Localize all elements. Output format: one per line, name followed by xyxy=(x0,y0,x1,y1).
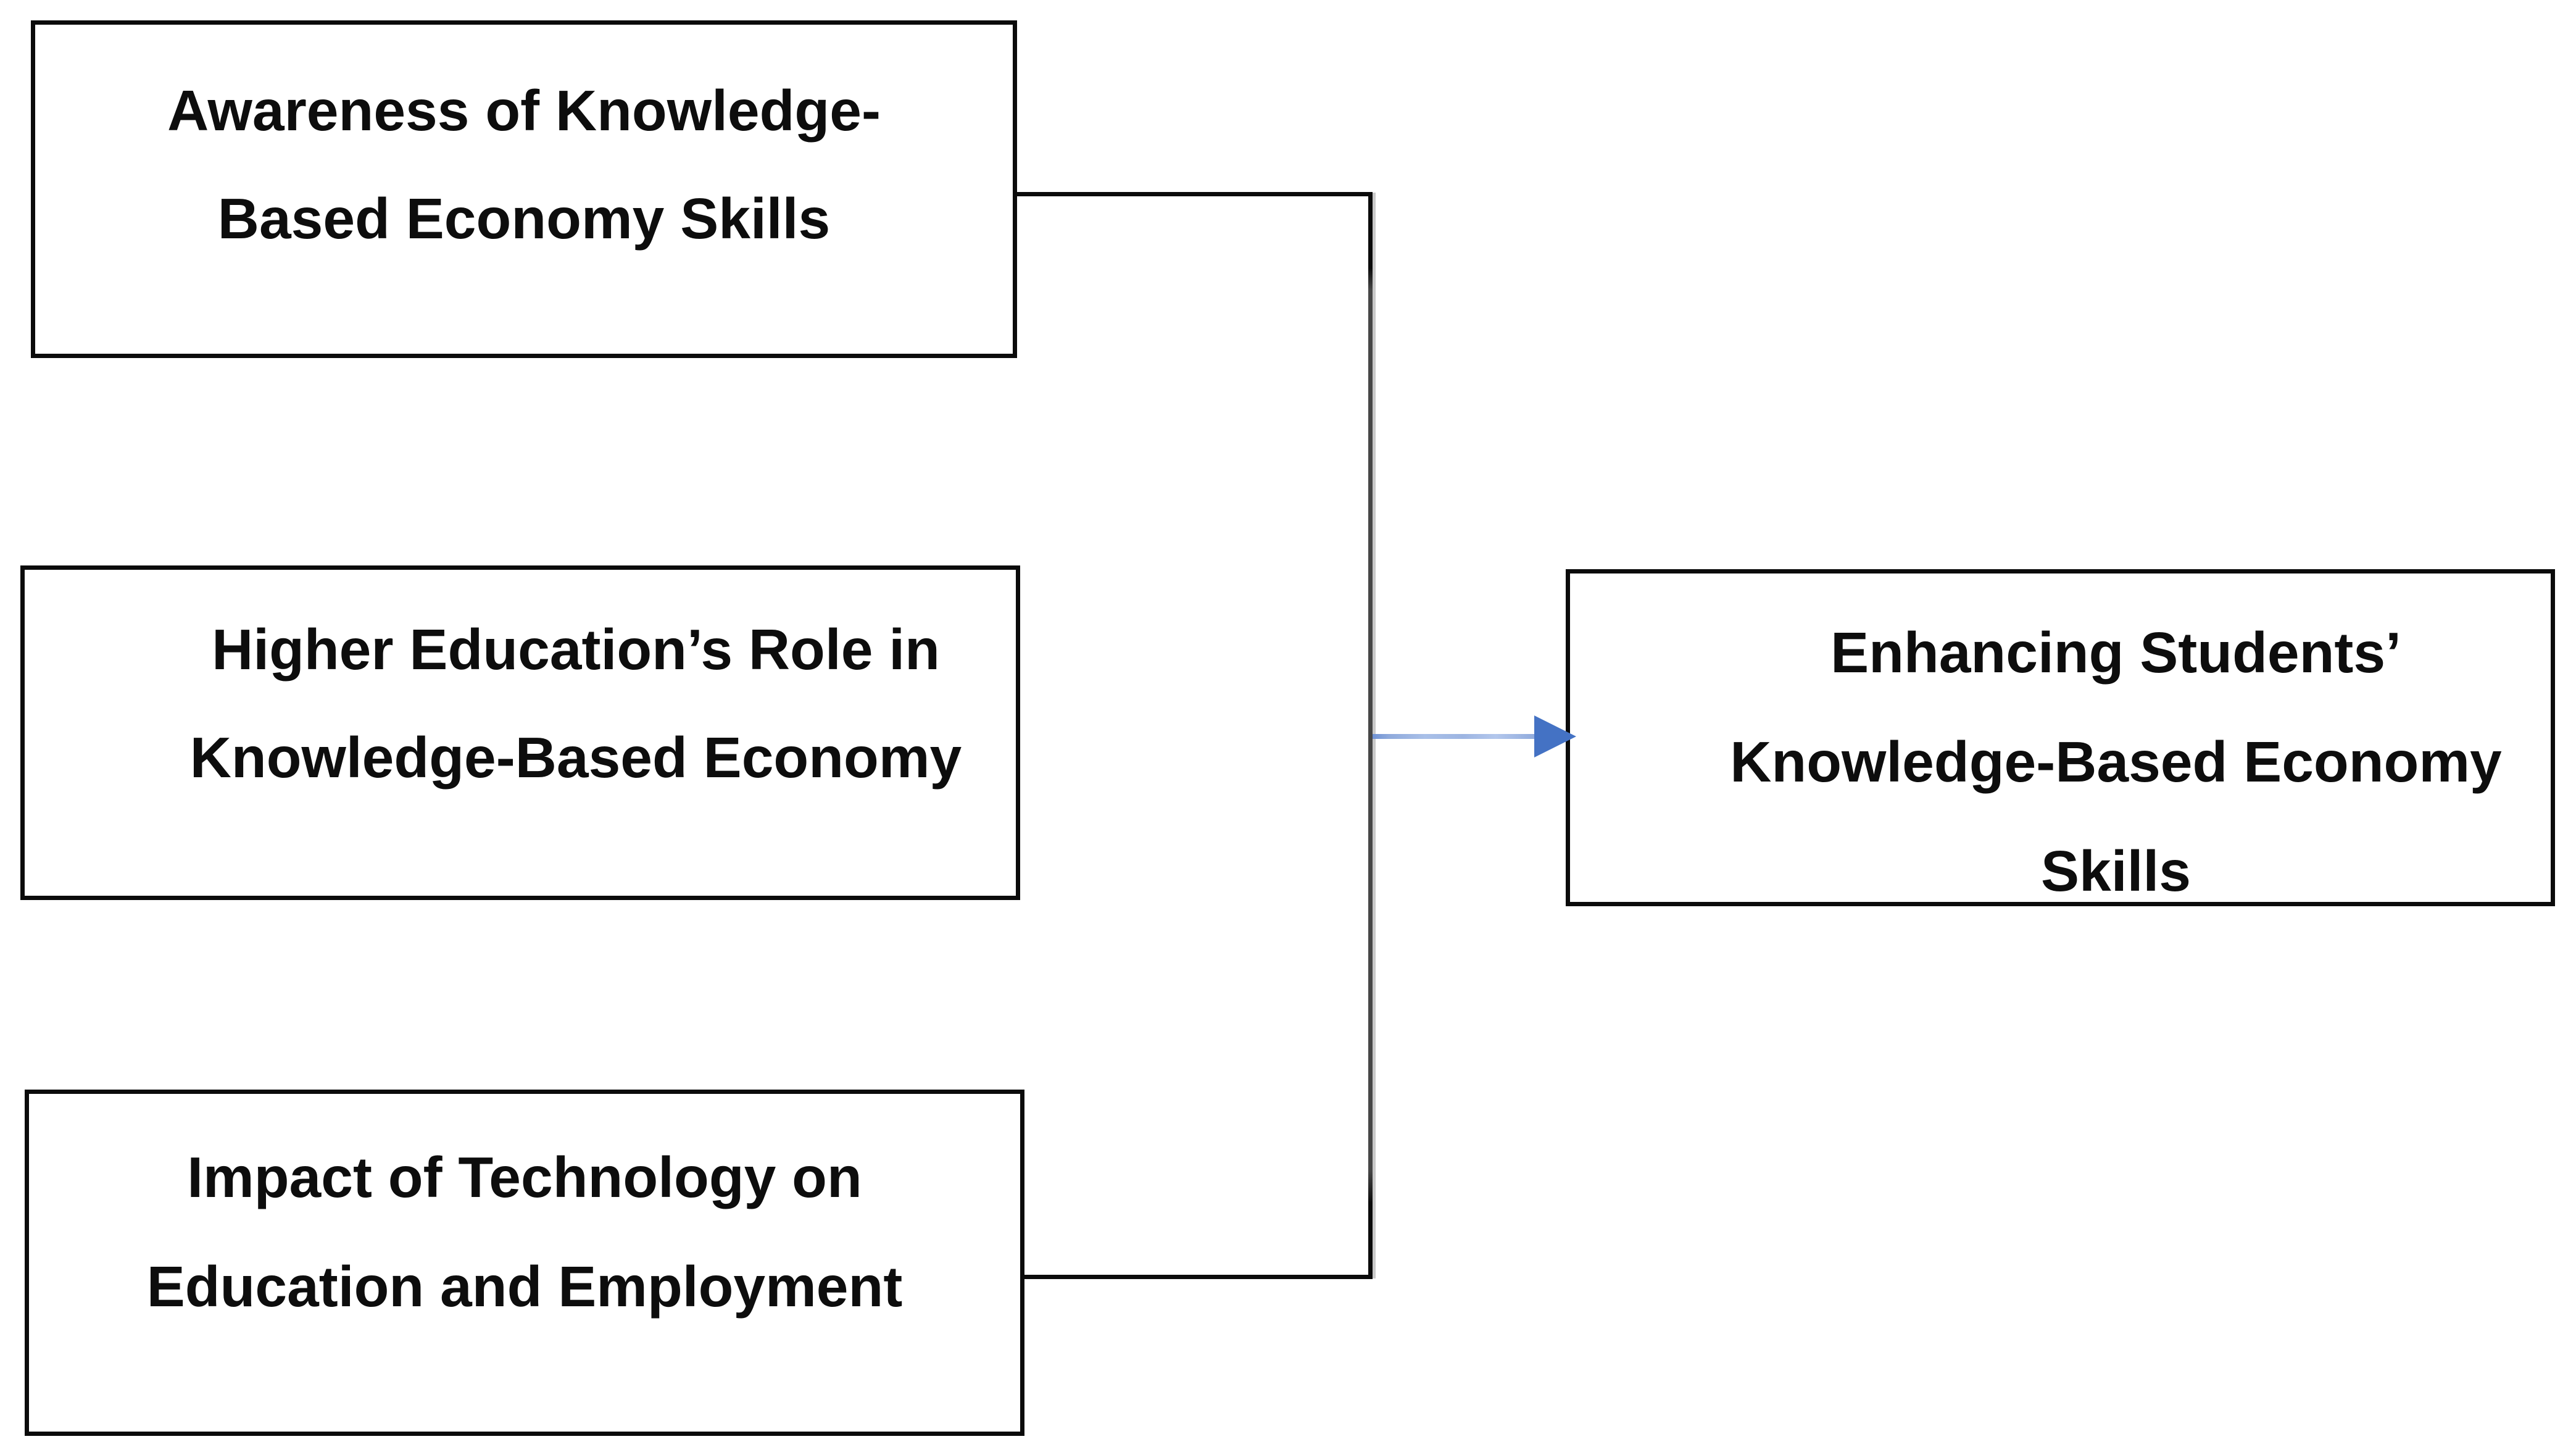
node-line: Enhancing Students’ xyxy=(1830,620,2401,685)
node-enhancing-students-skills: Enhancing Students’ Knowledge-Based Econ… xyxy=(1566,569,2555,906)
arrow-head-icon xyxy=(1534,715,1576,757)
node-line: Based Economy Skills xyxy=(217,186,831,251)
connector-technology-to-junction xyxy=(1024,1275,1373,1279)
node-line: Higher Education’s Role in xyxy=(212,617,940,682)
connector-awareness-to-junction xyxy=(1017,192,1373,196)
node-line: Knowledge-Based Economy xyxy=(1730,730,2502,794)
node-technology-impact: Impact of Technology on Education and Em… xyxy=(25,1090,1024,1436)
node-line: Knowledge-Based Economy xyxy=(189,725,962,790)
node-line: Skills xyxy=(2041,839,2191,903)
arrow-shaft-to-outcome xyxy=(1373,734,1537,739)
node-line: Awareness of Knowledge- xyxy=(167,78,881,143)
connector-junction-vertical-line xyxy=(1368,192,1373,1279)
node-line: Impact of Technology on xyxy=(187,1145,862,1209)
node-higher-education-role: Higher Education’s Role in Knowledge-Bas… xyxy=(20,565,1020,900)
node-awareness-of-kbe-skills: Awareness of Knowledge- Based Economy Sk… xyxy=(31,20,1017,358)
node-line: Education and Employment xyxy=(146,1254,903,1319)
